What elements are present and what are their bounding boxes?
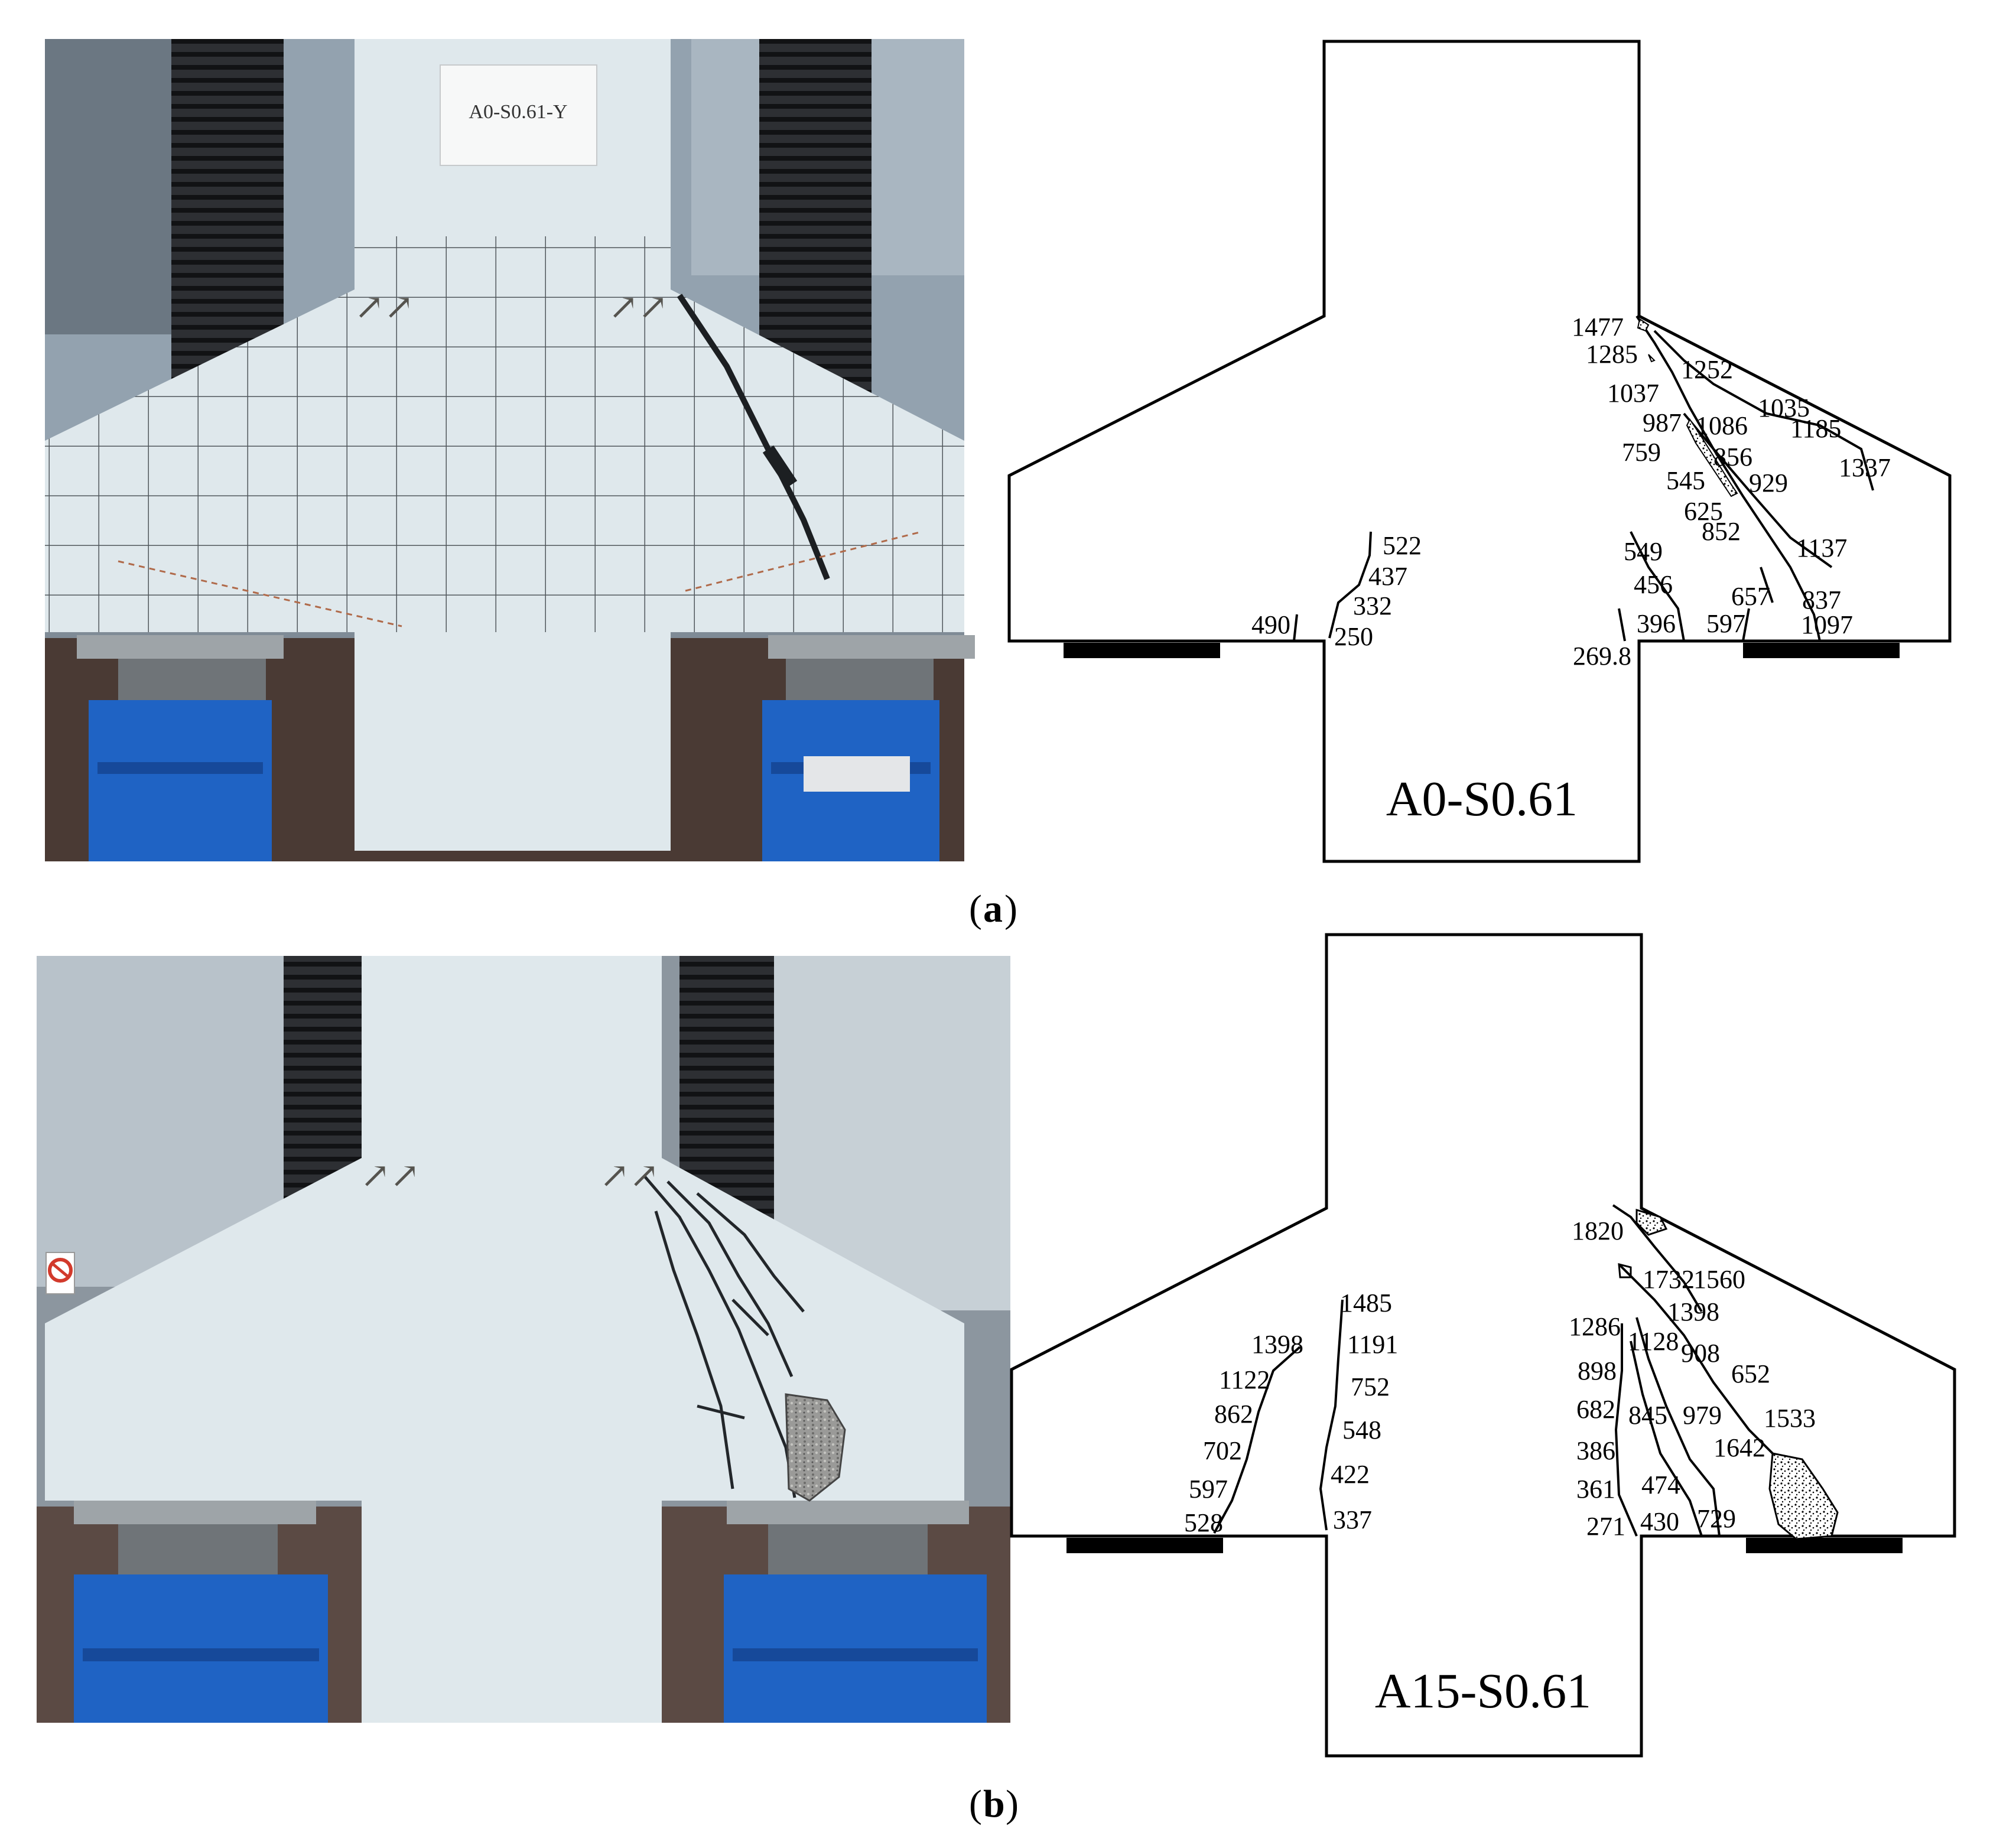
photo-specimen-a: ↗↗ ↗↗ A0-S0.61-Y — [45, 39, 975, 861]
crack-load-label: 474 — [1641, 1470, 1680, 1499]
crack-load-label: 437 — [1368, 562, 1407, 591]
crack-load-label: 522 — [1383, 531, 1422, 560]
support-plate-left-b — [1066, 1538, 1223, 1553]
crack-load-label: 1086 — [1696, 411, 1748, 440]
crack-load-label: 1732 — [1643, 1265, 1695, 1294]
crack-load-label: 1191 — [1347, 1330, 1398, 1359]
crack-load-label: 856 — [1713, 443, 1752, 471]
svg-text:↗↗: ↗↗ — [600, 1156, 659, 1195]
crack-load-label: 1485 — [1340, 1289, 1392, 1317]
crack-load-label: 332 — [1353, 591, 1392, 620]
svg-text:): ) — [1004, 887, 1017, 930]
crack-load-label: 929 — [1749, 468, 1788, 497]
crack-load-label: 1642 — [1713, 1433, 1765, 1462]
crack-load-label: 862 — [1214, 1400, 1253, 1429]
crack-load-label: 1122 — [1219, 1365, 1270, 1394]
crack-load-label: 1820 — [1572, 1216, 1624, 1245]
crack-load-label: 682 — [1576, 1395, 1615, 1424]
crack-load-label: 908 — [1681, 1339, 1720, 1368]
crack-load-label: 271 — [1586, 1512, 1625, 1541]
specimen-outline-a — [1007, 40, 1952, 863]
crack-load-label: 729 — [1697, 1504, 1736, 1533]
support-left-b — [74, 1501, 328, 1723]
crack-load-label: 548 — [1342, 1416, 1381, 1444]
crack-lines-b — [1213, 1204, 1774, 1537]
crack-load-label: 657 — [1731, 582, 1770, 611]
crack-load-label: 597 — [1189, 1475, 1228, 1504]
crack-lines-a — [1293, 315, 1874, 642]
panel-letter-a: a — [983, 887, 1003, 930]
panel-caption-a: ( a ) — [969, 887, 1017, 930]
crack-load-label: 702 — [1203, 1436, 1242, 1465]
specimen-outline-b — [1010, 933, 1956, 1758]
crack-load-label: 852 — [1702, 517, 1741, 546]
crack-load-label: 1286 — [1569, 1312, 1621, 1341]
crack-load-label: 1252 — [1681, 355, 1733, 384]
crack-load-label: 625 — [1684, 497, 1723, 526]
crack-load-label: 652 — [1731, 1359, 1770, 1388]
crack-load-label: 549 — [1624, 537, 1663, 566]
crack-load-label: 361 — [1576, 1475, 1615, 1504]
support-plate-right-b — [1746, 1538, 1903, 1553]
crack-load-label: 1137 — [1796, 533, 1847, 562]
crack-load-label: 979 — [1683, 1401, 1722, 1430]
support-right-a — [762, 635, 975, 861]
crack-load-label: 752 — [1351, 1372, 1390, 1401]
svg-text:↗↗: ↗↗ — [355, 288, 414, 327]
crushed-zone-a — [1686, 418, 1738, 497]
crack-load-label: 1398 — [1667, 1297, 1719, 1326]
crack-load-label: 898 — [1578, 1356, 1617, 1385]
crack-load-label: 430 — [1640, 1507, 1679, 1536]
photo-label-sheet-a — [440, 64, 597, 166]
panel-caption-b: ( b ) — [969, 1782, 1019, 1826]
crack-load-label: 845 — [1628, 1401, 1667, 1430]
crack-load-label: 759 — [1622, 438, 1661, 467]
crack-load-label: 396 — [1637, 609, 1676, 638]
crack-load-label: 545 — [1666, 466, 1705, 495]
panel-letter-b: b — [983, 1782, 1005, 1826]
crack-load-label: 597 — [1706, 609, 1745, 638]
crack-diagram-a: 522 437 332 250 490 1477 1285 1252 1037 … — [1007, 40, 1952, 863]
support-right-b — [724, 1501, 987, 1723]
crack-load-label: 422 — [1331, 1460, 1370, 1489]
no-entry-sign-icon — [48, 1258, 73, 1283]
crack-load-label: 250 — [1334, 622, 1373, 651]
crack-load-label: 456 — [1634, 570, 1673, 599]
crack-load-label: 269.8 — [1573, 642, 1631, 671]
crushed-zone-b — [1768, 1452, 1839, 1540]
crack-load-label: 1128 — [1628, 1327, 1679, 1356]
photo-specimen-b: ↗↗ ↗↗ — [37, 956, 1010, 1723]
svg-text:(: ( — [969, 887, 982, 930]
specimen-name-b: A15-S0.61 — [1375, 1664, 1591, 1719]
crack-load-label: 1185 — [1790, 414, 1841, 443]
crack-load-label: 386 — [1576, 1436, 1615, 1465]
crack-load-label: 1097 — [1801, 610, 1853, 639]
specimen-name-a: A0-S0.61 — [1386, 772, 1578, 827]
crack-load-label: 1285 — [1586, 340, 1638, 369]
spalled-zone-b — [785, 1393, 846, 1502]
crack-load-label: 337 — [1333, 1505, 1372, 1534]
crack-diagram-b: 1398 1122 862 702 597 528 1485 1191 752 … — [1010, 933, 1956, 1758]
support-left-a — [77, 635, 284, 861]
crack-load-label: 1035 — [1758, 393, 1810, 422]
svg-text:(: ( — [969, 1782, 982, 1826]
crack-load-label: 490 — [1251, 610, 1290, 639]
crack-load-label: 1533 — [1764, 1404, 1816, 1433]
crack-load-label: 1560 — [1693, 1265, 1745, 1294]
crack-load-label: 837 — [1802, 585, 1841, 614]
crack-load-label: 1398 — [1251, 1330, 1303, 1359]
svg-text:↗↗: ↗↗ — [609, 288, 668, 327]
crack-load-label: 1477 — [1572, 313, 1624, 341]
crack-load-label: 528 — [1184, 1508, 1223, 1537]
crack-load-label: 1037 — [1607, 379, 1659, 408]
support-plate-right-a — [1743, 643, 1900, 658]
support-plate-left-a — [1064, 643, 1220, 658]
svg-text:): ) — [1006, 1782, 1019, 1826]
photo-label-a: A0-S0.61-Y — [469, 101, 567, 123]
crack-load-label: 1337 — [1839, 453, 1891, 482]
crack-load-label: 987 — [1643, 408, 1682, 437]
svg-text:↗↗: ↗↗ — [360, 1156, 420, 1195]
